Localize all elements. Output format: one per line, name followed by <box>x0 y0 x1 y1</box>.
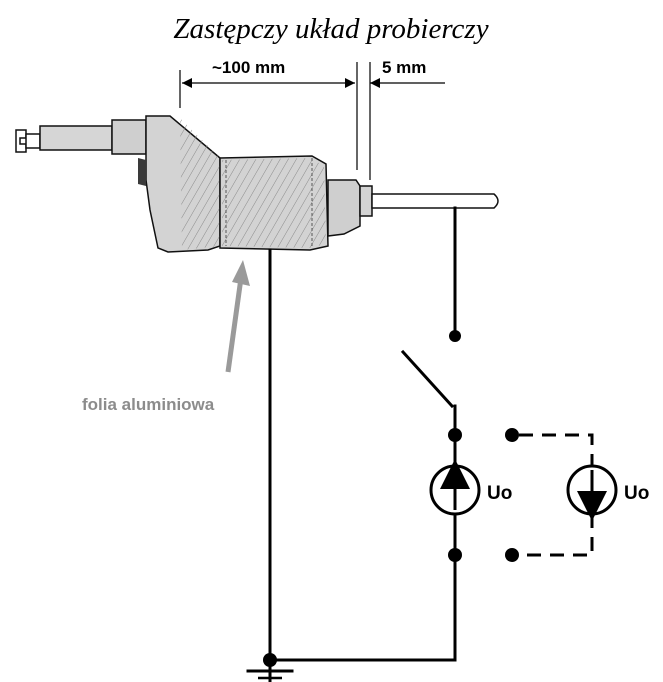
diagram-title: Zastępczy układ probierczy <box>173 13 488 45</box>
circuit-wiring: Uo Uo <box>246 206 649 682</box>
plug-connector <box>25 133 41 149</box>
plug-icon <box>15 129 27 153</box>
source-left-label: Uo <box>487 483 512 504</box>
tool-drawing <box>15 115 499 253</box>
handle-hatch <box>180 118 220 250</box>
dim-gap-arrow-icon <box>370 78 380 88</box>
foil-arrow-shaft <box>225 277 244 373</box>
alt-source-bottom-node <box>505 548 519 562</box>
tool-nose <box>327 179 361 237</box>
power-cable <box>39 125 113 151</box>
alt-wire-bottom <box>519 514 594 557</box>
dim-arrow-left-icon <box>182 78 192 88</box>
alt-source-top-node <box>505 428 519 442</box>
alt-wire-top <box>519 433 594 466</box>
wire-return <box>268 553 457 662</box>
foil-wrap <box>222 158 326 248</box>
cable-strain-relief <box>111 119 147 155</box>
dim-arrow-right-icon <box>345 78 355 88</box>
source-right-label: Uo <box>624 483 649 504</box>
tool-chuck <box>359 185 373 217</box>
foil-arrow-icon <box>232 260 250 286</box>
ground-junction-node <box>263 653 277 667</box>
switch-blade <box>400 349 455 409</box>
trigger-switch <box>138 158 146 186</box>
length-dimension-label: ~100 mm <box>212 58 285 77</box>
foil-label: folia aluminiowa <box>82 395 215 414</box>
foil-annotation: folia aluminiowa <box>82 260 250 414</box>
switch-top-terminal <box>449 330 461 342</box>
gap-dimension-label: 5 mm <box>382 58 426 77</box>
dimension-annotations: ~100 mm 5 mm <box>179 58 445 180</box>
tool-bit <box>371 193 499 209</box>
